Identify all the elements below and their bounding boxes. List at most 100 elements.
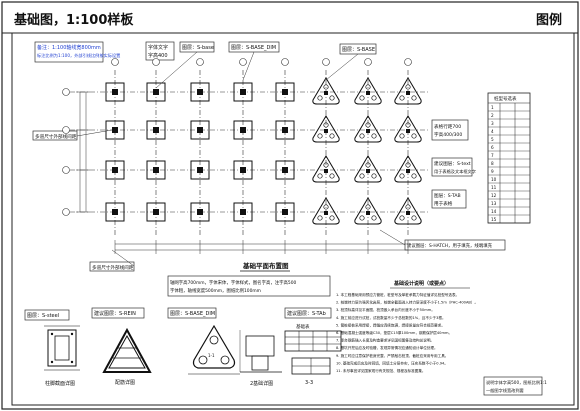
svg-text:图层：S-BASE: 图层：S-BASE (342, 47, 375, 53)
pile (359, 215, 365, 221)
pile-column (406, 91, 410, 95)
pile-cap-square (275, 82, 295, 102)
pile (359, 133, 365, 139)
table-row-number: 2 (491, 113, 494, 118)
pile-column (324, 91, 328, 95)
svg-text:图层：S-TAB: 图层：S-TAB (434, 193, 461, 199)
design-note-line: 4. 施工前应进行试桩，试桩数量不少于总桩数的1%，且不少于3根。 (336, 315, 446, 320)
table-title: 桩型号选表 (494, 95, 517, 102)
pile (405, 122, 411, 128)
pile-column (153, 209, 159, 215)
svg-text:说明字体字高500，图纸比例1:1: 说明字体字高500，图纸比例1:1 (486, 379, 547, 386)
pile-column (324, 211, 328, 215)
note-top-left: 备注：1:100轴线宽800mm 标注比例为1:100，外部引线比例按实际设置 (34, 41, 120, 63)
note-text-layer: 表格行距700 字高400/300 (431, 119, 469, 141)
table-row-number: 10 (491, 177, 497, 182)
design-note-line: 9. 施工时应注意保护桩身完整，严禁敲击桩顶，截桩应采用专用工具。 (336, 353, 448, 358)
leader-line (242, 51, 255, 81)
axis-bubble (281, 58, 289, 66)
pile-cap-square (233, 82, 253, 102)
svg-text:基础表: 基础表 (296, 323, 310, 330)
svg-text:多道尺寸外部线间距: 多道尺寸外部线间距 (35, 133, 77, 140)
pile (317, 95, 323, 101)
detail-steel: 图层：S-steel 柱脚截面详图 (24, 309, 80, 387)
pile-cap-square (146, 82, 166, 102)
detail-rein: 建议图层：S-REIN 配筋详图 (91, 307, 152, 386)
pile-column (240, 167, 246, 173)
axis-bubble (62, 208, 70, 216)
design-note-line: 6. 基础混凝土强度等级C30，垫层C15厚100mm，钢筋保护层40mm。 (336, 330, 452, 335)
pile-cap-square (233, 160, 253, 180)
svg-text:图层：S-steel: 图层：S-steel (27, 313, 59, 319)
svg-text:用于表格: 用于表格 (434, 200, 453, 207)
pile-cap-square (233, 120, 253, 140)
pile (411, 133, 417, 139)
pile-cap-triangle (312, 77, 340, 105)
pile (411, 173, 417, 179)
pile-cap-triangle (394, 77, 422, 105)
note-dim-left-top: 多道尺寸外部线间距 (32, 130, 78, 141)
pile (329, 173, 335, 179)
note-layer-hatch: 建议图层：S-HATCH，用于填充，线端填充 (404, 239, 506, 251)
note-layer-base-dim: 图层：S-BASE_DIM (228, 41, 280, 53)
note-layer-base: 图层：S-base (179, 41, 215, 53)
pile (405, 84, 411, 90)
pile (399, 133, 405, 139)
note-line: 标注比例为1:100，外部引线比例按实际设置 (37, 52, 120, 59)
pile-cap-square (105, 120, 125, 140)
pile-column (197, 167, 203, 173)
axis-bubble (62, 88, 70, 96)
pile-cap-square (146, 120, 166, 140)
foundation-plan (62, 51, 430, 267)
pile-column (324, 169, 328, 173)
pile-cap-square (190, 82, 210, 102)
table-row-number: 12 (491, 193, 497, 198)
pile-column (406, 129, 410, 133)
design-note-line: 3. 桩顶标高详见平面图，桩顶嵌入承台内长度不小于50mm。 (336, 307, 435, 312)
pile-cap-triangle (354, 77, 382, 105)
detail-caption: 柱脚截面详图 (45, 380, 75, 387)
pile-cap-square (275, 120, 295, 140)
pile (365, 204, 371, 210)
note-layer-tab: 图层：S-TAB 用于表格 (431, 189, 467, 209)
pile-column (112, 89, 118, 95)
design-note-line: 2. 桩端持力层为强风化岩层，桩端全截面进入持力层深度不小于1.5m（PHC-4… (336, 300, 478, 305)
pile-cap-square (105, 160, 125, 180)
axis-bubble (196, 58, 204, 66)
pile-cap-triangle (394, 155, 422, 183)
design-note-line: 10. 基础完成后应及时回填，回填土分层夯实，压实系数不小于0.94。 (336, 360, 448, 365)
pile-cap-triangle (312, 115, 340, 143)
svg-text:建议图层：S-TAb: 建议图层：S-TAb (287, 310, 326, 317)
svg-text:图层：S-BASE_DIM: 图层：S-BASE_DIM (170, 311, 215, 317)
pile-cap-square (146, 202, 166, 222)
svg-text:1-1: 1-1 (208, 353, 215, 358)
note-layer-text: 建议图层：S-text 用于表格及文本框文字 (431, 157, 476, 177)
pile-cap-square (275, 202, 295, 222)
pile-cap-square (146, 160, 166, 180)
leader-line (76, 129, 113, 137)
svg-text:图层：S-base: 图层：S-base (182, 45, 214, 51)
pile-column (197, 89, 203, 95)
pile (411, 215, 417, 221)
pile-column (112, 167, 118, 173)
pile-column (282, 127, 288, 133)
svg-text:3-3: 3-3 (305, 380, 313, 386)
pile (365, 84, 371, 90)
svg-text:建议图层：S-REIN: 建议图层：S-REIN (94, 310, 136, 317)
pile (359, 173, 365, 179)
pile-cap-square (190, 202, 210, 222)
pile-column (240, 127, 246, 133)
table-row-number: 8 (491, 161, 494, 166)
pile-cap-triangle (394, 197, 422, 225)
pile (317, 173, 323, 179)
pile (317, 215, 323, 221)
detail-section-elevation: 2基础详图 (239, 330, 282, 387)
table-row-number: 4 (491, 129, 494, 134)
pile (365, 162, 371, 168)
design-notes-title: 基础设计说明（或要点） (393, 280, 449, 287)
pile (323, 204, 329, 210)
leader-line (155, 51, 198, 89)
pile (371, 95, 377, 101)
